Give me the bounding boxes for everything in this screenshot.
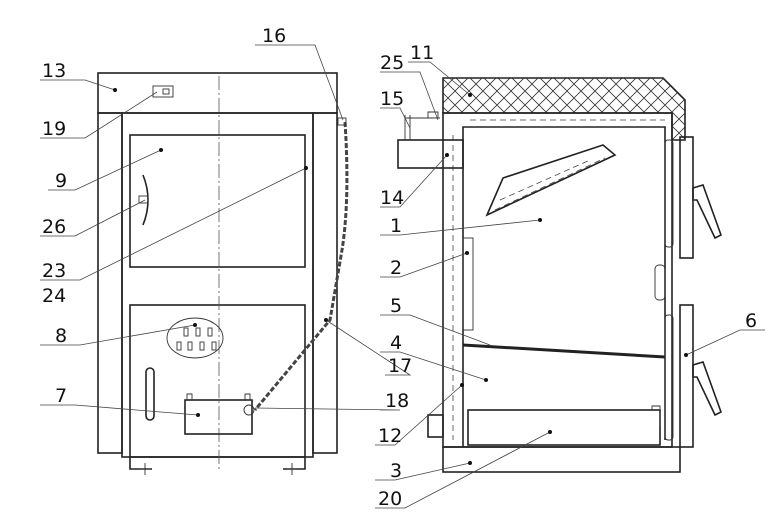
side-view	[397, 77, 722, 473]
label-3: 3	[390, 460, 402, 482]
part-labels: 13 19 9 26 23 24 8 7 16 17 18 11 25 15 1…	[42, 25, 757, 510]
base-3	[442, 446, 681, 473]
chain-17	[253, 121, 349, 411]
inner-chamber-1	[462, 126, 666, 447]
lower-handle	[692, 361, 722, 417]
label-26: 26	[42, 216, 66, 238]
boiler-body	[442, 112, 673, 448]
draft-regulator-14	[397, 139, 464, 169]
label-2: 2	[390, 257, 402, 279]
upper-door-9	[129, 134, 306, 268]
ash-door-7	[184, 399, 253, 435]
door-handle	[145, 367, 155, 421]
label-9: 9	[55, 170, 67, 192]
label-7: 7	[55, 385, 67, 407]
right-side-panel-23	[312, 112, 338, 454]
label-18: 18	[385, 390, 409, 412]
label-4: 4	[390, 332, 402, 354]
label-12: 12	[378, 425, 402, 447]
knob	[654, 264, 666, 301]
label-14: 14	[380, 187, 404, 209]
fitting-15	[404, 111, 440, 140]
label-20: 20	[378, 488, 402, 510]
door-latch-26	[142, 174, 149, 226]
front-view	[97, 72, 349, 475]
baffle	[485, 144, 617, 217]
grate-5	[462, 343, 666, 359]
insulation-11	[442, 77, 686, 141]
left-side-panel	[97, 112, 123, 454]
label-19: 19	[42, 118, 66, 140]
lower-door	[129, 304, 306, 458]
upper-door-side-6	[679, 136, 694, 259]
thermometer-19	[152, 85, 174, 98]
part-2	[462, 237, 474, 331]
leader-lines	[40, 44, 765, 509]
legs	[129, 457, 306, 470]
label-24: 24	[42, 285, 66, 307]
label-1: 1	[390, 215, 402, 237]
label-16: 16	[262, 25, 286, 47]
label-13: 13	[42, 60, 66, 82]
front-body	[121, 112, 314, 458]
label-17: 17	[388, 355, 412, 377]
upper-handle	[692, 184, 722, 240]
ash-pan-20	[467, 409, 661, 446]
label-11: 11	[410, 42, 434, 64]
drain-12	[427, 414, 444, 438]
label-6: 6	[745, 310, 757, 332]
label-23: 23	[42, 260, 66, 282]
label-15: 15	[380, 88, 404, 110]
label-25: 25	[380, 52, 404, 74]
label-8: 8	[55, 325, 67, 347]
label-5: 5	[390, 295, 402, 317]
air-damper-8	[166, 317, 224, 359]
lower-door-side	[679, 304, 694, 448]
